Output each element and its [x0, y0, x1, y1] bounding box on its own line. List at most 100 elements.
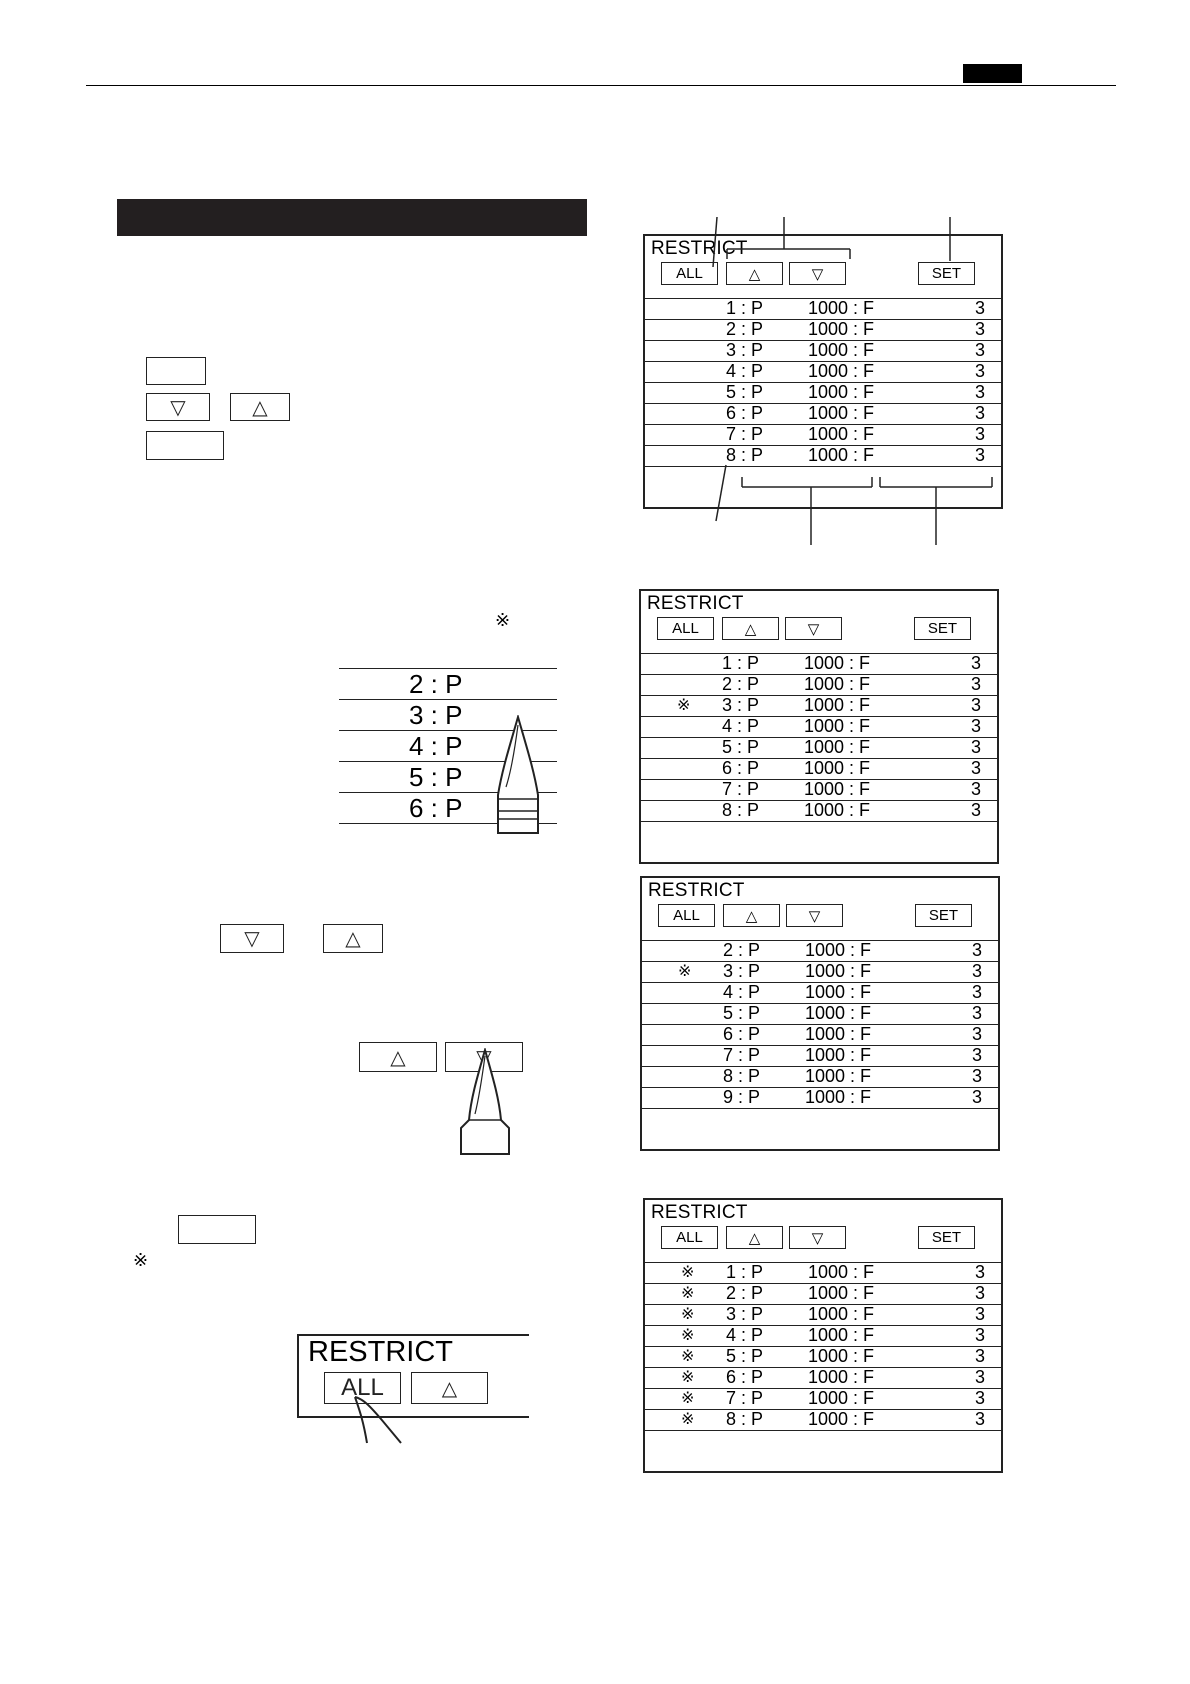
- stylus-icon: [460, 1048, 510, 1155]
- item-number: 2 : P: [721, 674, 759, 694]
- item-number: 3 : P: [721, 695, 759, 715]
- key-blank-1[interactable]: [146, 357, 206, 385]
- all-button[interactable]: ALL: [661, 1226, 718, 1249]
- inline-up-key[interactable]: △: [323, 924, 383, 953]
- item-number: 4 : P: [722, 982, 760, 1002]
- item-number: 6 : P: [725, 1367, 763, 1387]
- up-key[interactable]: △: [230, 393, 290, 421]
- all-button[interactable]: ALL: [658, 904, 715, 927]
- down-button[interactable]: ▽: [786, 904, 843, 927]
- zoom-up-button[interactable]: △: [359, 1042, 437, 1072]
- item-number: 2 : P: [725, 319, 763, 339]
- zoom-restrict-title: RESTRICT: [308, 1336, 453, 1368]
- item-count: 3: [974, 298, 985, 318]
- zoom-row[interactable]: 6 : P: [339, 792, 557, 824]
- panel-title: RESTRICT: [647, 593, 744, 614]
- item-number: 8 : P: [725, 445, 763, 465]
- restrict-mark: ※: [681, 1411, 695, 1428]
- item-number: 5 : P: [722, 1003, 760, 1023]
- set-button[interactable]: SET: [918, 1226, 975, 1249]
- item-value: 1000 : F: [808, 382, 875, 402]
- down-arrow-icon: ▽: [811, 1229, 824, 1247]
- item-count: 3: [970, 779, 981, 799]
- inline-down-key[interactable]: ▽: [220, 924, 284, 953]
- up-arrow-icon: △: [252, 396, 268, 419]
- set-button[interactable]: SET: [915, 904, 972, 927]
- zoom-restrict-frame: RESTRICT ALL △: [297, 1334, 529, 1418]
- down-arrow-icon: ▽: [170, 396, 186, 419]
- down-button[interactable]: ▽: [789, 1226, 846, 1249]
- set-button[interactable]: SET: [914, 617, 971, 640]
- item-value: 1000 : F: [808, 424, 875, 444]
- item-value: 1000 : F: [808, 403, 875, 423]
- key-blank-2[interactable]: [146, 431, 224, 460]
- up-button[interactable]: △: [723, 904, 780, 927]
- item-number: 9 : P: [722, 1087, 760, 1107]
- zoom-up-button-2[interactable]: △: [411, 1372, 488, 1404]
- up-arrow-icon: △: [745, 907, 758, 925]
- up-button[interactable]: △: [722, 617, 779, 640]
- all-button[interactable]: ALL: [661, 262, 718, 285]
- down-key[interactable]: ▽: [146, 393, 210, 421]
- down-button[interactable]: ▽: [785, 617, 842, 640]
- item-value: 1000 : F: [808, 298, 875, 318]
- zoom-all-button[interactable]: ALL: [324, 1372, 401, 1404]
- up-button[interactable]: △: [726, 1226, 783, 1249]
- item-value: 1000 : F: [808, 1388, 875, 1408]
- zoom-row[interactable]: 4 : P: [339, 730, 557, 761]
- key-blank-3[interactable]: [178, 1215, 256, 1244]
- item-number: 5 : P: [721, 737, 759, 757]
- item-value: 1000 : F: [808, 1304, 875, 1324]
- item-value: 1000 : F: [808, 1367, 875, 1387]
- zoom-row[interactable]: 5 : P: [339, 761, 557, 792]
- up-button[interactable]: △: [726, 262, 783, 285]
- item-number: 8 : P: [725, 1409, 763, 1429]
- down-button[interactable]: ▽: [789, 262, 846, 285]
- item-number: 1 : P: [721, 653, 759, 673]
- zoom-list: 2 : P 3 : P 4 : P 5 : P 6 : P: [339, 668, 557, 824]
- item-value: 1000 : F: [804, 695, 871, 715]
- item-count: 3: [974, 1367, 985, 1387]
- item-count: 3: [970, 716, 981, 736]
- item-count: 3: [974, 361, 985, 381]
- zoom-row[interactable]: 2 : P: [339, 668, 557, 699]
- zoom-row[interactable]: 3 : P: [339, 699, 557, 730]
- asterisk-note-mark: ※: [495, 610, 511, 630]
- set-button[interactable]: SET: [918, 262, 975, 285]
- all-button[interactable]: ALL: [657, 617, 714, 640]
- item-value: 1000 : F: [808, 1325, 875, 1345]
